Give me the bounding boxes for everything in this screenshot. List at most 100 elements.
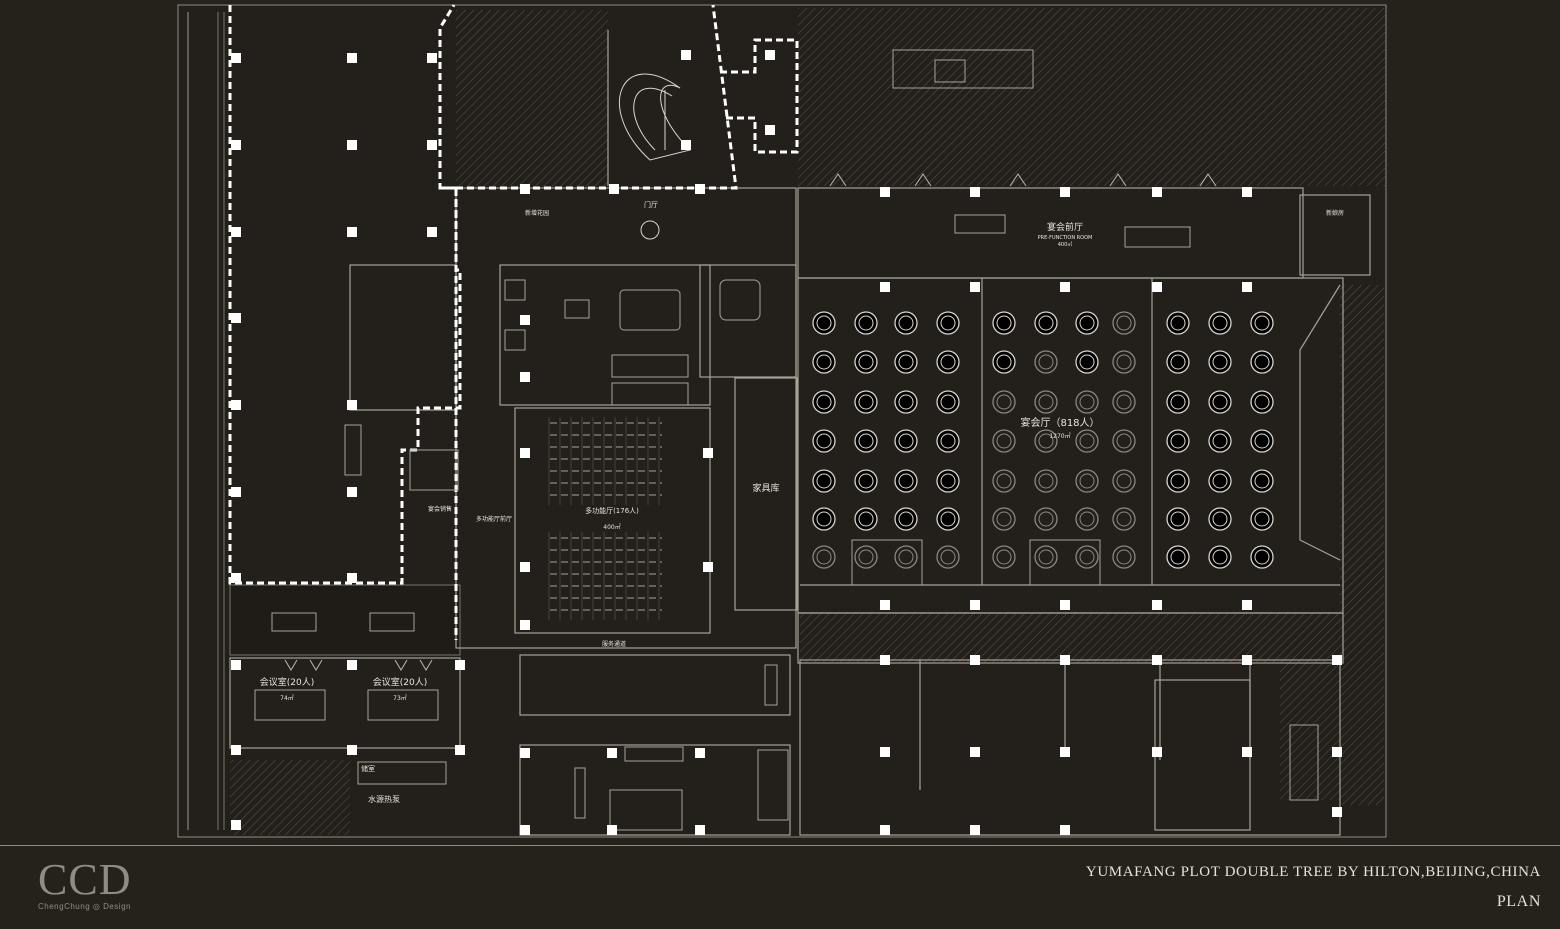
banquet-table	[1166, 390, 1190, 414]
structural-column	[1152, 747, 1162, 757]
structural-column	[681, 50, 691, 60]
structural-column	[970, 655, 980, 665]
structural-column	[231, 400, 241, 410]
structural-column	[520, 562, 530, 572]
banquet-table	[812, 350, 836, 374]
banquet-table	[1250, 390, 1274, 414]
label-prefunction: 宴会前厅	[1047, 221, 1083, 233]
structural-column	[520, 184, 530, 194]
structural-column	[695, 748, 705, 758]
logo-text: CCD	[38, 855, 132, 904]
banquet-table	[1208, 429, 1232, 453]
structural-column	[1242, 282, 1252, 292]
banquet-table	[854, 390, 878, 414]
structural-column	[231, 660, 241, 670]
structural-column	[520, 315, 530, 325]
banquet-table	[1166, 429, 1190, 453]
banquet-table	[1166, 311, 1190, 335]
banquet-table	[1208, 311, 1232, 335]
banquet-table	[1250, 545, 1274, 569]
banquet-table	[1166, 350, 1190, 374]
structural-column	[1242, 600, 1252, 610]
structural-column	[347, 400, 357, 410]
banquet-table	[854, 469, 878, 493]
label-entry-hall: 门厅	[644, 200, 658, 209]
structural-column	[347, 487, 357, 497]
label-ballroom-area: 1270㎡	[1049, 432, 1070, 440]
banquet-table	[1166, 507, 1190, 531]
banquet-table	[812, 507, 836, 531]
banquet-table	[1208, 469, 1232, 493]
structural-column	[609, 184, 619, 194]
structural-column	[231, 140, 241, 150]
structural-column	[1242, 655, 1252, 665]
banquet-table	[1250, 311, 1274, 335]
structural-column	[765, 50, 775, 60]
banquet-table	[1250, 350, 1274, 374]
banquet-table	[812, 469, 836, 493]
logo-subtext: ChengChung ◎ Design	[38, 902, 131, 911]
structural-column	[1332, 655, 1342, 665]
label-water-pump: 水源热泵	[368, 794, 400, 804]
structural-column	[695, 825, 705, 835]
structural-column	[1060, 187, 1070, 197]
structural-column	[695, 184, 705, 194]
structural-column	[880, 282, 890, 292]
label-meeting-room-2-area: 73㎡	[393, 694, 407, 702]
floor-plan-drawing: 宴会厅（818人） 1270㎡ 宴会前厅 PRE-FUNCTION ROOM 4…	[177, 4, 1387, 838]
structural-column	[1242, 747, 1252, 757]
banquet-table	[1075, 350, 1099, 374]
banquet-table	[1250, 469, 1274, 493]
structural-column	[347, 227, 357, 237]
structural-column	[703, 448, 713, 458]
banquet-table	[812, 390, 836, 414]
banquet-table	[1250, 429, 1274, 453]
banquet-table	[894, 507, 918, 531]
banquet-table	[936, 469, 960, 493]
structural-column	[520, 372, 530, 382]
structural-column	[1332, 747, 1342, 757]
banquet-table	[894, 350, 918, 374]
structural-column	[1152, 187, 1162, 197]
banquet-table	[854, 350, 878, 374]
banquet-table	[894, 390, 918, 414]
structural-column	[231, 313, 241, 323]
structural-column	[231, 745, 241, 755]
banquet-table	[936, 311, 960, 335]
structural-column	[1242, 187, 1252, 197]
banquet-table	[854, 429, 878, 453]
ccd-logo: CCD ChengChung ◎ Design	[38, 855, 132, 912]
banquet-table	[1166, 469, 1190, 493]
structural-column	[347, 140, 357, 150]
structural-column	[970, 825, 980, 835]
banquet-table	[1208, 390, 1232, 414]
structural-column	[347, 573, 357, 583]
label-service-corridor: 服务通道	[602, 640, 626, 648]
structural-column	[455, 745, 465, 755]
banquet-table	[854, 507, 878, 531]
banquet-table	[812, 311, 836, 335]
structural-column	[231, 820, 241, 830]
structural-column	[970, 187, 980, 197]
structural-column	[231, 53, 241, 63]
label-multifunction: 多功能厅(176人)	[585, 506, 639, 515]
structural-column	[970, 282, 980, 292]
structural-column	[455, 660, 465, 670]
banquet-table	[992, 311, 1016, 335]
label-prefunction-area: 400㎡	[1058, 241, 1073, 248]
structural-column	[880, 825, 890, 835]
structural-column	[681, 140, 691, 150]
structural-column	[427, 140, 437, 150]
banquet-table	[894, 429, 918, 453]
label-meeting-room-1-area: 74㎡	[280, 694, 294, 702]
banquet-table	[1208, 350, 1232, 374]
structural-column	[1060, 747, 1070, 757]
banquet-table	[936, 350, 960, 374]
structural-column	[1152, 655, 1162, 665]
label-meeting-room-2: 会议室(20人)	[373, 676, 427, 688]
label-banquet-sales: 宴会销售	[428, 505, 452, 513]
structural-column	[1152, 600, 1162, 610]
compass-icon	[640, 220, 660, 240]
structural-column	[520, 448, 530, 458]
structural-column	[607, 825, 617, 835]
